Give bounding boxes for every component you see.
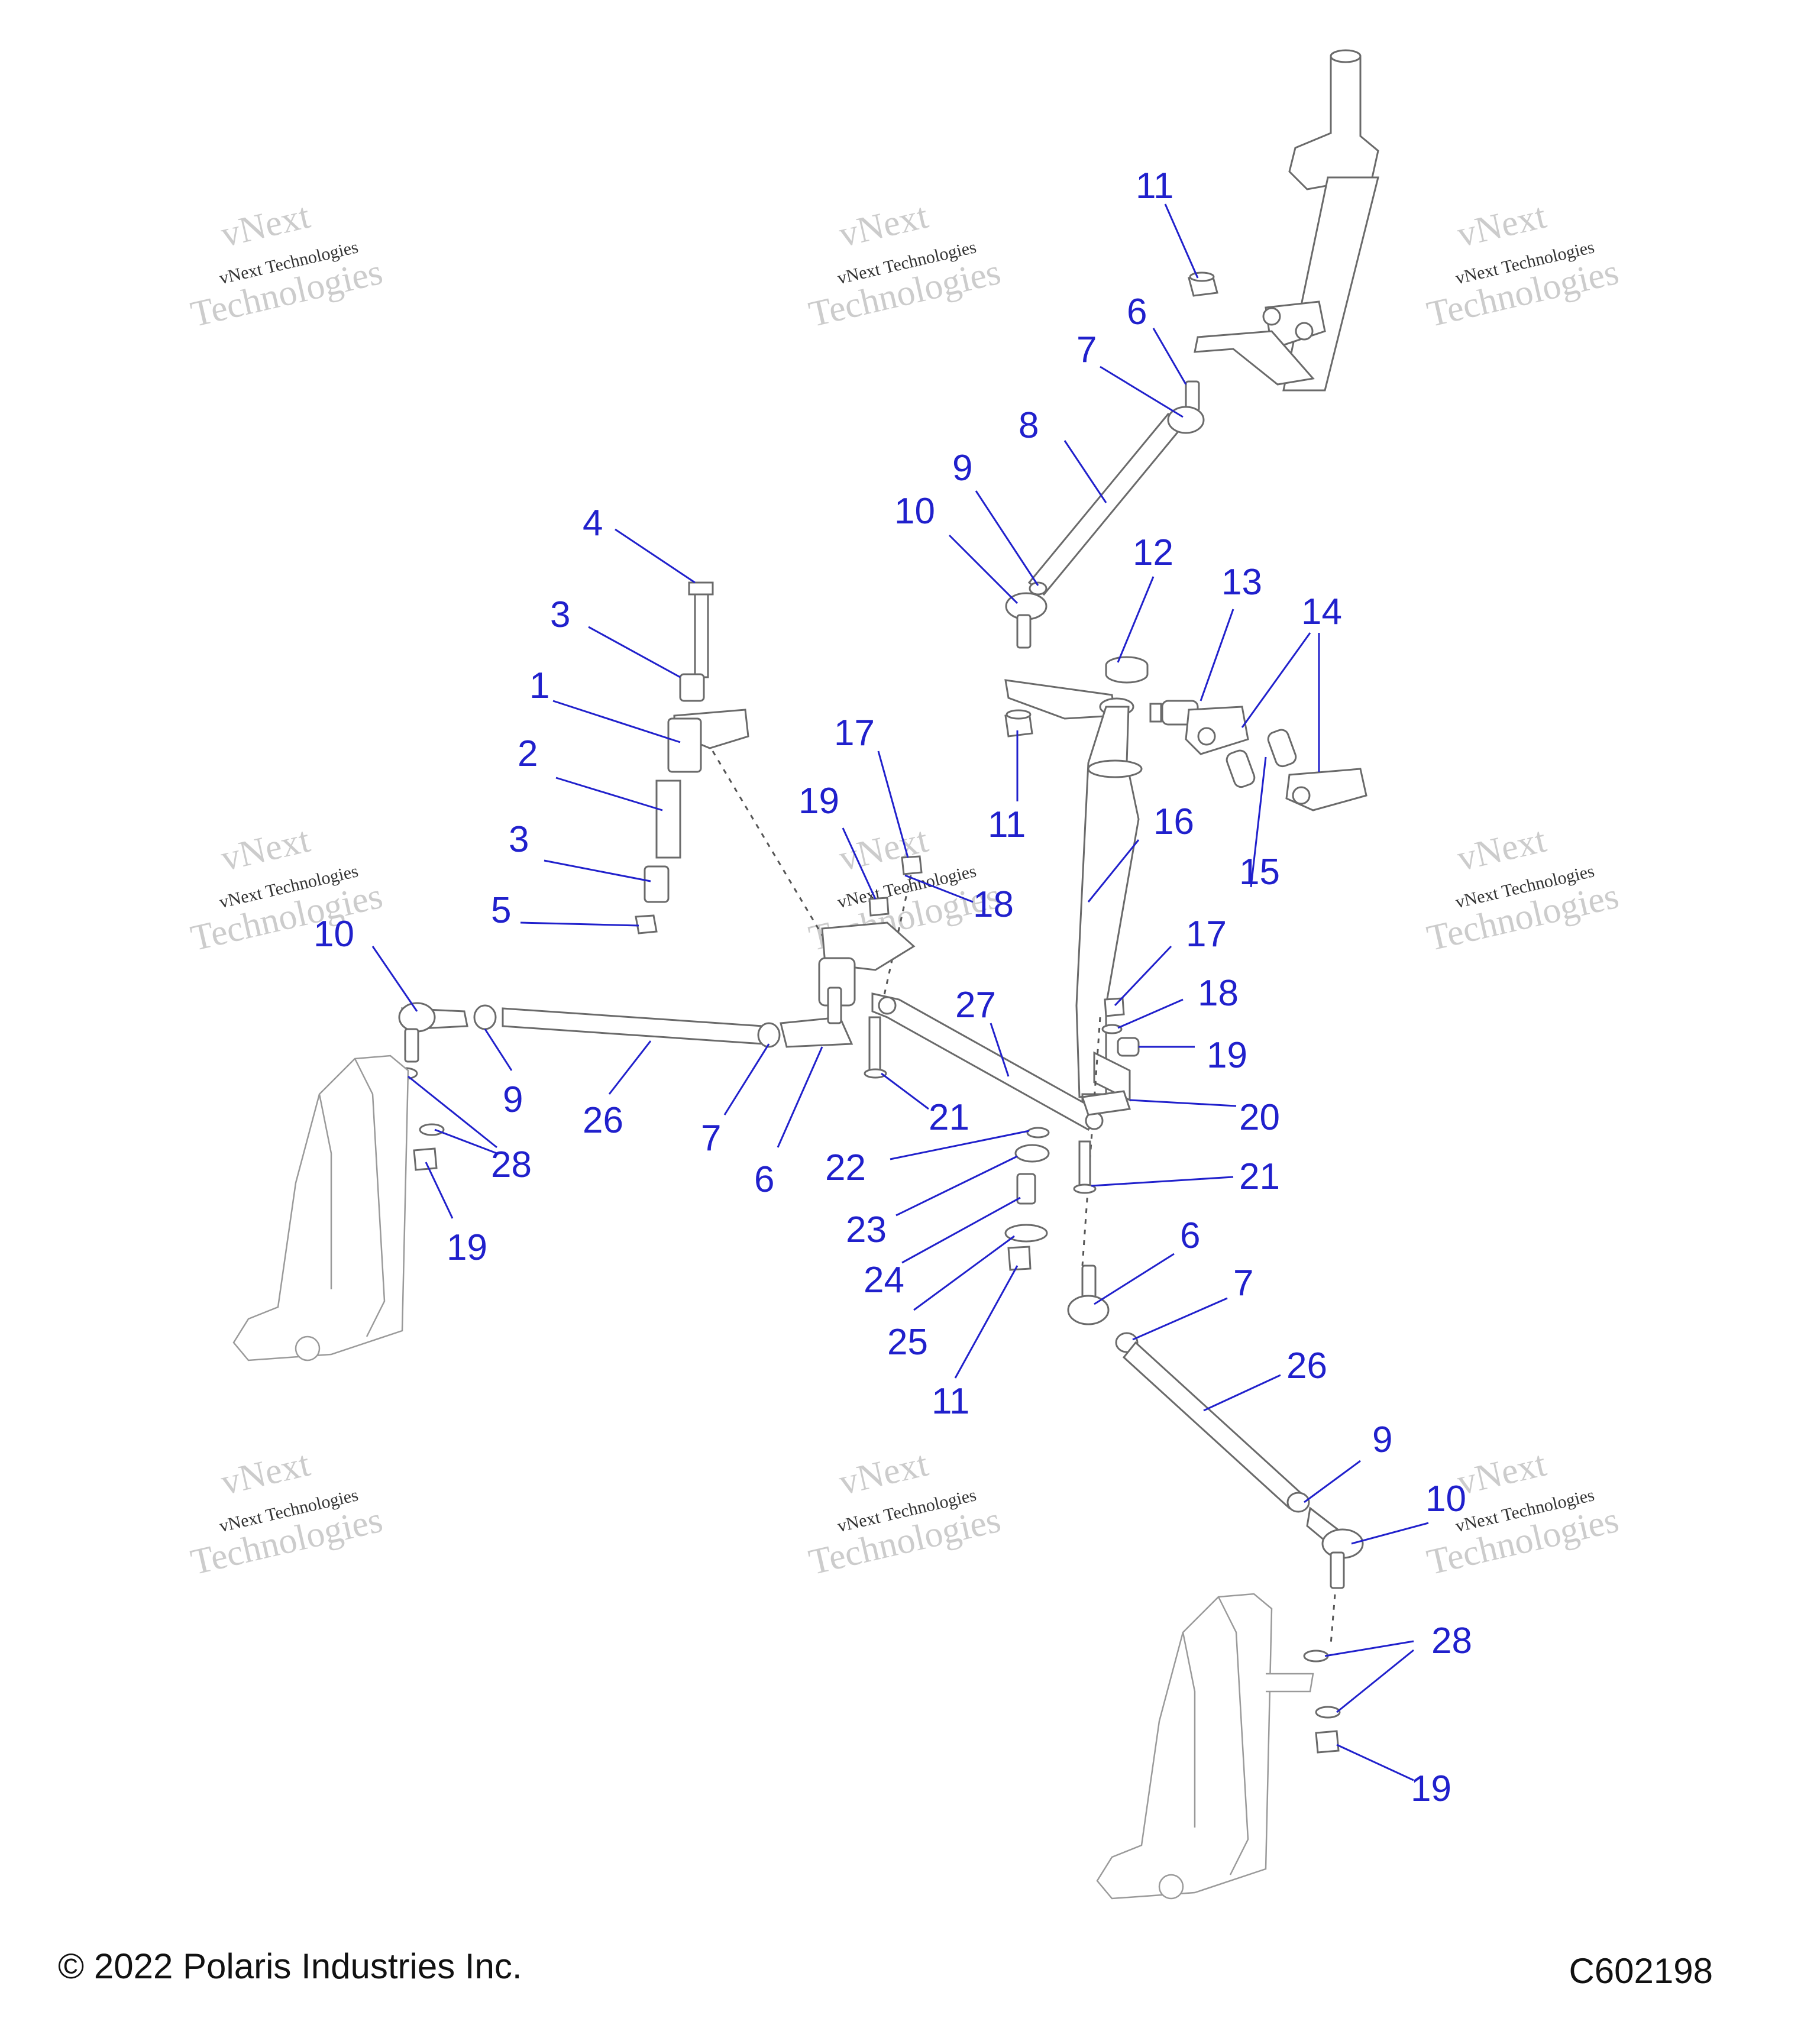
callout-label: 16 [1153, 801, 1194, 842]
callout-label: 6 [1180, 1215, 1200, 1256]
watermark-line1: vNext [217, 1444, 313, 1503]
callout-label: 26 [1286, 1346, 1327, 1386]
callout-label: 4 [583, 503, 603, 544]
right-spindle [1096, 1593, 1314, 1900]
right-spindle-hardware [1303, 1650, 1341, 1754]
clamp-upper [1149, 700, 1249, 755]
clamp-lower [1226, 729, 1367, 811]
callout-label: 9 [503, 1079, 523, 1120]
nut-11-mid [1004, 709, 1033, 738]
callout-label: 5 [491, 890, 511, 931]
callout-label: 20 [1239, 1097, 1280, 1138]
callout-label: 17 [834, 713, 875, 753]
left-spindle [232, 1055, 409, 1361]
callout-label: 9 [952, 448, 972, 489]
callout-label: 11 [988, 804, 1026, 845]
callout-label: 21 [929, 1097, 969, 1138]
pivot-stack [1004, 1127, 1050, 1271]
callout-labels: 11 6 7 8 9 10 4 3 1 2 3 5 12 13 14 11 15… [313, 166, 1472, 1809]
callout-label: 10 [894, 491, 935, 532]
callout-label: 14 [1301, 591, 1342, 632]
callout-label: 12 [1133, 532, 1173, 573]
nut-11-top [1188, 271, 1218, 297]
callout-label: 25 [887, 1322, 928, 1363]
watermark-7: vNext vNext Technologies Technologies [187, 1444, 386, 1583]
callout-label: 13 [1221, 562, 1262, 603]
watermark-line1: vNext [835, 196, 932, 255]
watermark-line1: vNext [217, 820, 313, 879]
copyright-notice: © 2022 Polaris Industries Inc. [58, 1946, 522, 1986]
right-tie-rod [1067, 1264, 1364, 1589]
cap-12 [1105, 656, 1149, 684]
callout-label: 21 [1239, 1156, 1280, 1197]
callout-label: 22 [825, 1147, 866, 1188]
callout-label: 19 [1411, 1768, 1451, 1809]
watermark-2: vNext vNext Technologies Technologies [805, 196, 1004, 335]
watermark-3: vNext vNext Technologies Technologies [1423, 196, 1622, 335]
callout-label: 28 [1431, 1621, 1472, 1661]
callout-label: 8 [1019, 405, 1039, 446]
callout-label: 6 [754, 1159, 774, 1200]
callout-label: 17 [1186, 914, 1227, 955]
watermark-line1: vNext [217, 196, 313, 255]
callout-label: 19 [447, 1227, 487, 1268]
callout-label: 26 [583, 1100, 623, 1141]
callout-label: 11 [1136, 166, 1173, 206]
callout-label: 27 [955, 985, 996, 1026]
callout-label: 19 [798, 781, 839, 822]
callout-label: 1 [529, 665, 549, 706]
callout-label: 19 [1207, 1035, 1247, 1076]
callout-label: 6 [1127, 292, 1147, 332]
steering-shaft [1004, 679, 1143, 1110]
callout-label: 3 [550, 594, 570, 635]
callout-label: 28 [491, 1144, 532, 1185]
callout-label: 11 [932, 1381, 969, 1422]
callout-label: 24 [864, 1260, 904, 1301]
left-tie-rod [398, 987, 853, 1063]
watermark-line1: vNext [835, 1444, 932, 1503]
drag-link [871, 992, 1104, 1131]
watermark-line1: vNext [1453, 820, 1550, 879]
callout-label: 9 [1372, 1419, 1392, 1460]
watermark-line1: vNext [1453, 1444, 1550, 1503]
callout-label: 10 [313, 914, 354, 955]
figure-code: C602198 [1569, 1951, 1713, 1991]
callout-label: 3 [509, 819, 529, 860]
parts [232, 49, 1379, 1900]
watermark-1: vNext vNext Technologies Technologies [187, 196, 386, 335]
watermark-line1: vNext [1453, 196, 1550, 255]
watermark-6: vNext vNext Technologies Technologies [1423, 820, 1622, 959]
callout-label: 15 [1239, 852, 1280, 892]
pivot-assembly [635, 581, 749, 934]
callout-label: 23 [846, 1209, 887, 1250]
callout-label: 7 [701, 1118, 721, 1159]
callout-label: 7 [1233, 1263, 1253, 1304]
callout-label: 2 [518, 733, 538, 774]
callout-label: 18 [1198, 973, 1239, 1014]
leader-lines [371, 203, 1429, 1781]
bolts-21 [864, 1016, 1097, 1194]
callout-label: 10 [1425, 1479, 1466, 1519]
callout-label: 7 [1076, 329, 1097, 370]
steering-column [1194, 49, 1379, 392]
watermark-8: vNext vNext Technologies Technologies [805, 1444, 1004, 1583]
watermarks: vNext vNext Technologies Technologies vN… [187, 196, 1622, 1583]
callout-label: 18 [973, 884, 1014, 925]
